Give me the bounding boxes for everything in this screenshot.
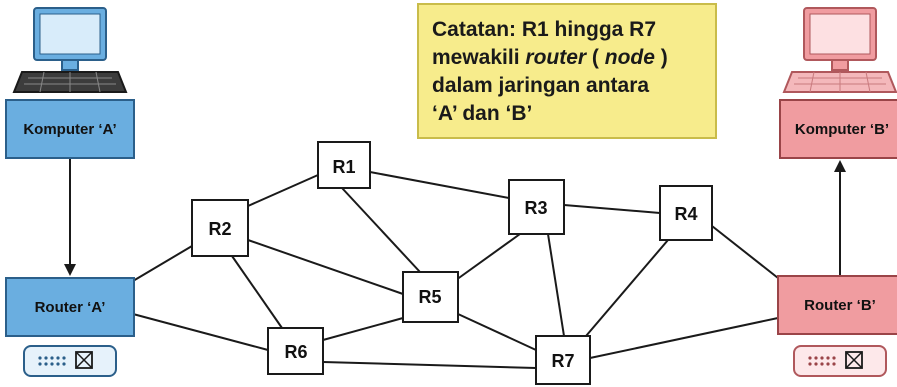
arrowhead-down (64, 264, 76, 276)
router-b-label: Router ‘B’ (804, 297, 876, 314)
node-r2: R2 (191, 199, 249, 257)
router-b-device-icon (793, 345, 887, 377)
node-r4-label: R4 (674, 204, 697, 224)
link-r7-routerb (589, 317, 779, 359)
node-r5: R5 (402, 271, 459, 323)
node-r1: R1 (317, 141, 371, 189)
link-routera-r2 (132, 245, 193, 282)
arrowhead-up (834, 160, 846, 172)
link-routera-r6 (132, 313, 269, 351)
link-r5-r7 (457, 313, 537, 351)
node-r2-label: R2 (208, 219, 231, 239)
link-r4-routerb (711, 225, 779, 279)
computer-b-icon (782, 7, 897, 93)
router-b-box: Router ‘B’ (777, 275, 897, 335)
computer-a-icon (12, 7, 128, 93)
note-line-1: Catatan: R1 hingga R7 (432, 18, 656, 41)
router-a-box: Router ‘A’ (5, 277, 135, 337)
node-r3: R3 (508, 179, 565, 235)
computer-b-label: Komputer ‘B’ (795, 121, 889, 138)
note-line-3: dalam jaringan antara (432, 74, 649, 97)
router-a-label: Router ‘A’ (35, 299, 106, 316)
link-r1-r3 (369, 171, 510, 199)
computer-a-box: Komputer ‘A’ (5, 99, 135, 159)
router-a-device-icon (23, 345, 117, 377)
link-r3-r4 (563, 204, 661, 214)
link-r4-r7 (585, 239, 669, 337)
note-box: Catatan: R1 hingga R7 mewakili router ( … (417, 3, 717, 139)
link-r3-r5 (455, 233, 521, 281)
node-r6-label: R6 (284, 342, 307, 362)
link-r2-r5 (247, 239, 404, 295)
note-line-2: mewakili router ( node ) (432, 46, 668, 69)
node-r7-label: R7 (551, 351, 574, 371)
link-r3-r7 (547, 233, 565, 337)
link-r1-r5 (341, 187, 421, 273)
link-r2-r1 (247, 174, 319, 207)
link-r2-r6 (231, 255, 283, 329)
arrows (64, 156, 846, 276)
computer-b-box: Komputer ‘B’ (779, 99, 897, 159)
link-r6-r7 (322, 361, 537, 369)
node-r3-label: R3 (524, 198, 547, 218)
node-r5-label: R5 (418, 287, 441, 307)
link-r5-r6 (322, 317, 404, 341)
note-line-4: ‘A’ dan ‘B’ (432, 102, 532, 125)
connections (132, 171, 779, 369)
computer-a-label: Komputer ‘A’ (23, 121, 116, 138)
node-r4: R4 (659, 185, 713, 241)
node-r6: R6 (267, 327, 324, 375)
node-r1-label: R1 (332, 157, 355, 177)
node-r7: R7 (535, 335, 591, 385)
